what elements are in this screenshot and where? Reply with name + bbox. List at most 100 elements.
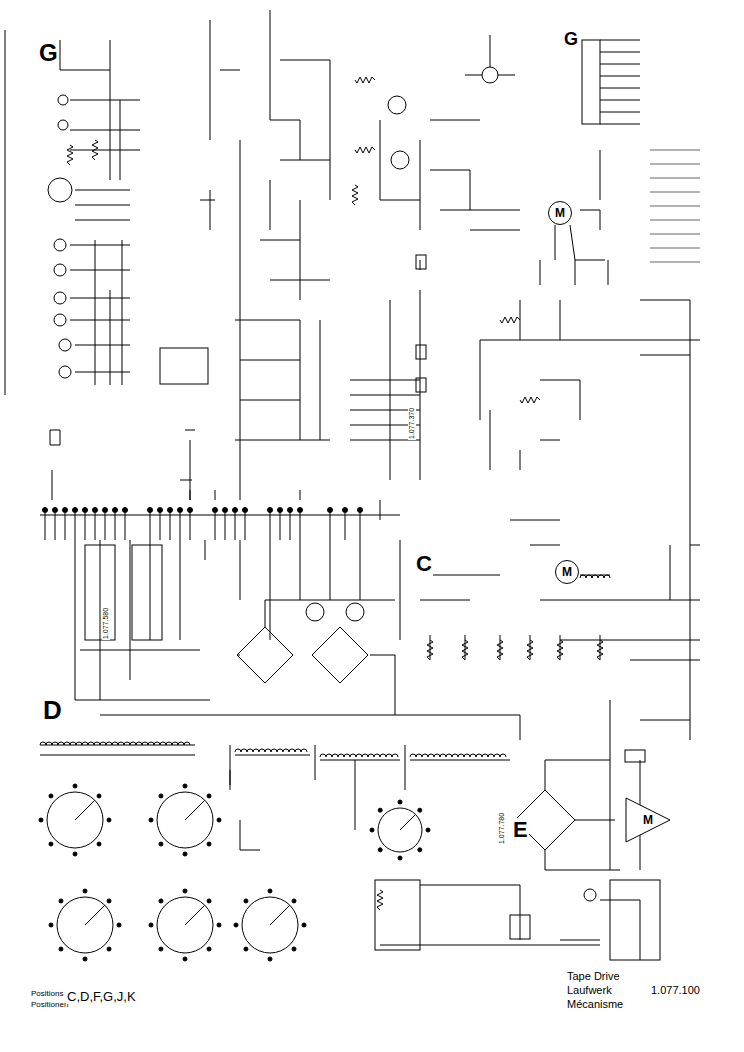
wire	[70, 245, 130, 372]
switch-contact	[207, 842, 211, 846]
switch-contact	[97, 794, 101, 798]
switch-contact	[159, 899, 163, 903]
motor-control	[610, 880, 660, 960]
terminal-symbol	[59, 366, 71, 378]
wire	[600, 112, 640, 113]
switch-contact	[83, 889, 87, 893]
terminal-pin	[213, 508, 218, 513]
wire	[670, 545, 700, 600]
section-letter: G	[563, 30, 579, 50]
wire	[560, 635, 561, 660]
terminal-symbol	[59, 339, 71, 351]
wire	[440, 210, 520, 230]
wire	[604, 575, 610, 578]
switch-contact	[418, 848, 422, 852]
wire	[40, 745, 510, 760]
section-letter: G	[38, 40, 59, 66]
rotary-switch	[57, 897, 113, 953]
wire	[270, 10, 330, 230]
terminal-symbol	[54, 292, 66, 304]
wire	[586, 575, 592, 578]
resistor-symbol	[497, 640, 503, 660]
transistor-symbol	[346, 603, 364, 621]
wire	[40, 515, 400, 516]
wire	[150, 513, 151, 540]
wire	[50, 430, 195, 480]
section-letter: E	[512, 818, 529, 842]
switch-contact	[59, 947, 63, 951]
switch-contact	[183, 852, 187, 856]
wire	[490, 410, 560, 545]
capacitor-block	[625, 750, 645, 762]
terminal-pin	[93, 508, 98, 513]
switch-contact	[183, 957, 187, 961]
switch-contact	[378, 848, 382, 852]
motor-symbol: M	[625, 797, 671, 843]
switch-contact	[302, 923, 306, 927]
terminal-pin	[243, 508, 248, 513]
terminal-pin	[343, 508, 348, 513]
wire	[210, 20, 240, 500]
switch-contact	[217, 818, 221, 822]
terminal-symbol	[58, 95, 68, 105]
wire	[650, 150, 700, 151]
terminal-symbol	[54, 239, 66, 251]
switch-contact	[59, 899, 63, 903]
wire	[650, 178, 700, 179]
motor-outline-path	[626, 798, 670, 842]
wire	[650, 192, 700, 193]
wire	[105, 513, 106, 540]
resistor-symbol	[462, 640, 468, 660]
switch-contact	[244, 947, 248, 951]
wire	[430, 635, 431, 660]
wire	[215, 513, 216, 540]
switch-contact	[207, 794, 211, 798]
wire	[330, 513, 331, 540]
switch-contact	[426, 828, 430, 832]
motor-letter: M	[643, 814, 653, 826]
relay-coil	[416, 255, 426, 269]
wire	[70, 100, 140, 180]
wire	[75, 513, 76, 540]
wire	[600, 635, 601, 660]
wire	[465, 35, 515, 75]
switch-contact	[159, 947, 163, 951]
wire	[5, 30, 6, 395]
motor-letter: M	[562, 566, 572, 578]
wire	[592, 575, 598, 578]
title-text: Laufwerk	[566, 984, 613, 996]
transistor-symbol	[391, 151, 409, 169]
resistor-symbol	[527, 640, 533, 660]
switch-contact	[73, 784, 77, 788]
wire	[115, 513, 116, 540]
wire	[380, 885, 640, 960]
terminal-pin	[233, 508, 238, 513]
terminal-pin	[188, 508, 193, 513]
wire	[100, 715, 520, 740]
wire	[650, 220, 700, 221]
wire	[650, 206, 700, 207]
wire	[125, 513, 126, 540]
relay-box	[375, 880, 420, 950]
wire	[555, 225, 605, 260]
title-text: Mécanisme	[566, 998, 624, 1010]
terminal-pin	[103, 508, 108, 513]
lamp-symbol	[482, 67, 498, 83]
bridge-rectifier	[237, 627, 293, 683]
terminal-pin	[73, 508, 78, 513]
switch-contact	[268, 889, 272, 893]
wire	[65, 513, 66, 540]
wire	[230, 745, 405, 830]
wire	[45, 513, 46, 540]
part-number: 1.077.780	[498, 812, 506, 845]
switch-table	[160, 348, 208, 384]
wire	[160, 513, 161, 540]
wire	[520, 150, 600, 470]
wire	[245, 513, 246, 540]
terminal-symbol	[54, 264, 66, 276]
part-number: 1.077.370	[408, 407, 416, 440]
wire	[600, 124, 640, 125]
connector-socket	[48, 178, 72, 202]
terminal-pin	[288, 508, 293, 513]
switch-contact	[183, 784, 187, 788]
